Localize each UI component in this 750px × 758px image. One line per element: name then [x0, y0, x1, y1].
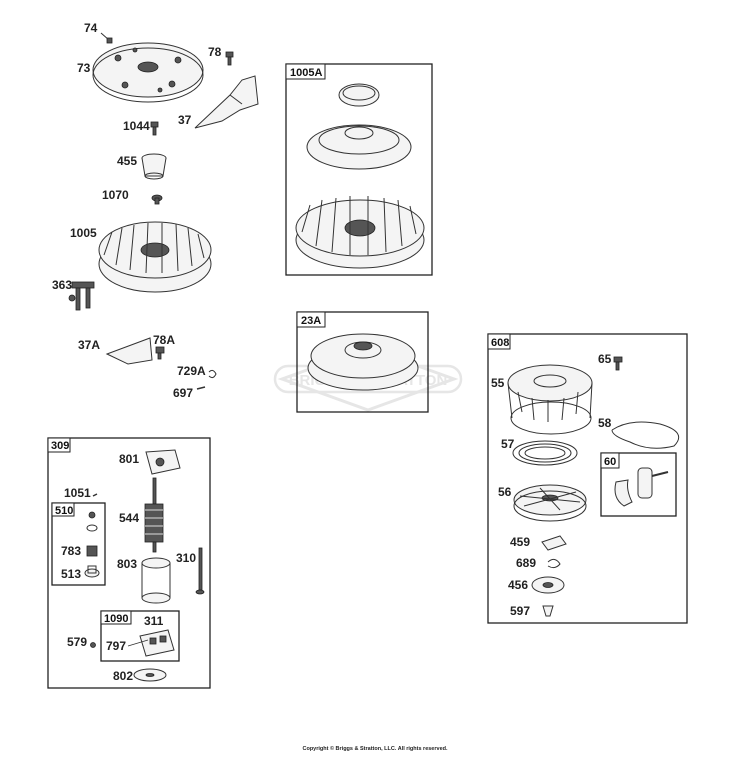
armature-544 [144, 477, 164, 553]
callout-78: 78 [208, 45, 222, 59]
callout-311: 311 [144, 614, 164, 628]
housing-803 [141, 557, 171, 604]
box-510-tag: 510 [51, 502, 75, 517]
box-309-tag: 309 [47, 437, 71, 453]
bolt-310 [195, 547, 205, 595]
callout-1005: 1005 [70, 226, 97, 240]
callout-310: 310 [176, 551, 196, 565]
copyright-notice: Copyright © Briggs & Stratton, LLC. All … [302, 746, 448, 752]
recoil-spring-57 [512, 440, 578, 466]
box-510-frame [51, 502, 106, 586]
screw-78a [155, 346, 165, 360]
callout-65: 65 [598, 352, 612, 366]
nut-579 [90, 642, 96, 648]
screw-597 [542, 605, 554, 617]
callout-513: 513 [61, 567, 81, 581]
box-60-frame [600, 452, 677, 517]
callout-455: 455 [117, 154, 137, 168]
box-1005a-label: 1005A [290, 67, 322, 79]
box-1090-frame [100, 610, 180, 662]
callout-78A: 78A [153, 333, 175, 347]
box-23a-label: 23A [301, 315, 321, 327]
box-23a-frame [296, 311, 429, 413]
callout-73: 73 [77, 61, 91, 75]
screw-78 [225, 51, 234, 66]
starter-housing-55 [507, 364, 593, 435]
starter-rope-58 [611, 421, 680, 449]
callout-544: 544 [119, 511, 139, 525]
box-1090-label: 1090 [104, 613, 128, 625]
callout-37: 37 [178, 113, 192, 127]
callout-697: 697 [173, 386, 193, 400]
box-1005a-tag: 1005A [285, 63, 326, 80]
box-23a-tag: 23A [296, 311, 326, 328]
retainer-456 [531, 576, 565, 594]
callout-802: 802 [113, 669, 133, 683]
clip-729a [208, 369, 217, 379]
callout-803: 803 [117, 557, 137, 571]
air-guide-37 [194, 75, 259, 129]
callout-37A: 37A [78, 338, 100, 352]
screw-74 [100, 32, 113, 44]
magneto-363 [68, 281, 95, 311]
box-60-tag: 60 [600, 452, 620, 469]
flywheel-cover-plate [92, 42, 204, 103]
box-1090-tag: 1090 [100, 610, 132, 625]
callout-1070: 1070 [102, 188, 129, 202]
screw-1044 [150, 121, 159, 136]
end-cap-801 [145, 449, 181, 475]
box-309-frame [47, 437, 211, 689]
callout-58: 58 [598, 416, 612, 430]
leader-797 [127, 639, 149, 647]
callout-797: 797 [106, 639, 126, 653]
callout-55: 55 [491, 376, 505, 390]
callout-597: 597 [510, 604, 530, 618]
starter-handle-60 [614, 467, 669, 507]
pulley-56 [513, 484, 587, 522]
callout-689: 689 [516, 556, 536, 570]
box-608-frame [487, 333, 688, 624]
callout-56: 56 [498, 485, 512, 499]
callout-459: 459 [510, 535, 530, 549]
fan-screen-1005a [306, 124, 412, 170]
callout-57: 57 [501, 437, 515, 451]
callout-363: 363 [52, 278, 72, 292]
cup-455 [141, 153, 167, 180]
flywheel-1005 [98, 221, 212, 293]
box-60-label: 60 [604, 456, 616, 468]
callout-729A: 729A [177, 364, 206, 378]
callout-783: 783 [61, 544, 81, 558]
rotating-screen-23a [307, 333, 419, 391]
callout-1044: 1044 [123, 119, 150, 133]
air-guide-37a [105, 337, 153, 365]
pawl-459 [541, 535, 567, 551]
screw-65 [613, 356, 623, 371]
box-510-label: 510 [55, 505, 73, 517]
box-1005a-frame [285, 63, 433, 276]
clip-697 [196, 386, 206, 390]
fan-cap-1005a [338, 83, 380, 107]
washer-802 [133, 668, 167, 682]
pinion-parts-510 [84, 511, 100, 578]
spring-689 [547, 558, 561, 569]
callout-456: 456 [508, 578, 528, 592]
callout-1051: 1051 [64, 486, 91, 500]
fan-1005a [295, 196, 425, 269]
brush-plate-311 [139, 629, 175, 657]
callout-74: 74 [84, 21, 98, 35]
callout-579: 579 [67, 635, 87, 649]
nut-1070 [151, 194, 163, 205]
callout-801: 801 [119, 452, 139, 466]
box-608-tag: 608 [487, 333, 511, 350]
box-608-label: 608 [491, 337, 509, 349]
washer-1051 [92, 493, 98, 497]
box-309-label: 309 [51, 440, 69, 452]
